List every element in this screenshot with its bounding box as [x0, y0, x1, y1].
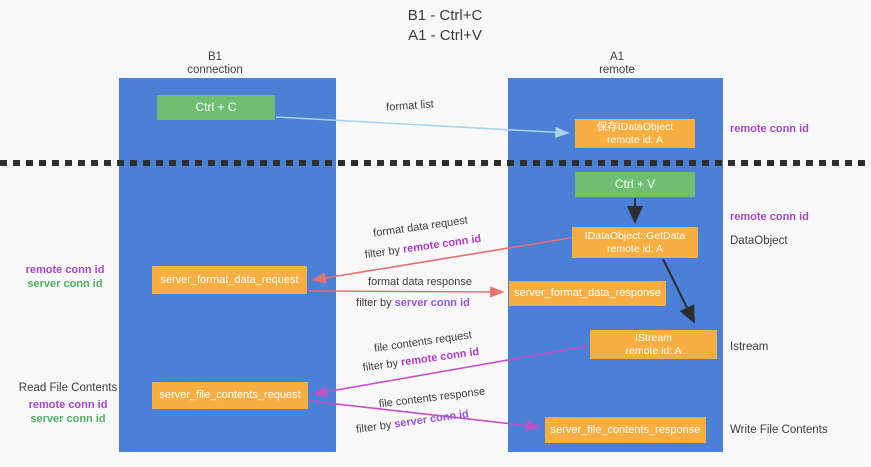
- left-column-role: connection: [187, 64, 243, 76]
- server-file-contents-request-label: server_file_contents_request: [159, 389, 301, 401]
- format-data-response-arrow: [308, 286, 505, 298]
- copy-paste-separator-line: [0, 160, 871, 166]
- istream-line1: IStream: [635, 331, 672, 344]
- server-format-data-response-label: server_format_data_response: [514, 287, 661, 299]
- getdata-line2: remote id: A: [606, 242, 664, 255]
- write-file-contents-label: Write File Contents: [730, 424, 828, 436]
- right-remote-conn-id-label-1: remote conn id: [730, 123, 809, 135]
- right-remote-conn-id-label-2: remote conn id: [730, 211, 809, 223]
- filter-by-text: filter by: [362, 356, 402, 375]
- left-server-conn-id-label-2: server conn id: [30, 413, 106, 425]
- left-remote-conn-id-label: remote conn id: [25, 264, 105, 276]
- istream-side-label: Istream: [730, 341, 769, 353]
- diagram-title: B1 - Ctrl+C A1 - Ctrl+V: [335, 6, 555, 46]
- remote-conn-id-key: remote conn id: [402, 232, 482, 256]
- istream-node: IStream remote id: A: [590, 330, 717, 359]
- save-dataobject-node: 保存IDataObject remote id: A: [575, 119, 695, 148]
- server-conn-id-key: server conn id: [394, 297, 470, 309]
- server-file-contents-request-node: server_file_contents_request: [152, 382, 308, 409]
- filter-by-text: filter by: [356, 297, 395, 309]
- right-column-name: A1: [609, 51, 625, 63]
- left-remote-conn-id-label-2: remote conn id: [28, 399, 108, 411]
- format-list-label: format list: [385, 98, 435, 114]
- left-column-name: B1: [207, 51, 223, 63]
- title-line-2: A1 - Ctrl+V: [408, 27, 482, 44]
- getdata-line1: IDataObject::GetData: [584, 229, 686, 242]
- dataobject-label: DataObject: [730, 235, 788, 247]
- ctrl-v-label: Ctrl + V: [614, 177, 656, 191]
- istream-line2: remote id: A: [625, 344, 682, 357]
- filter-by-text: filter by: [364, 243, 404, 262]
- read-file-contents-label: Read File Contents: [18, 382, 118, 394]
- format-data-response-label: format data response: [368, 276, 472, 288]
- left-conn-id-block: remote conn id server conn id: [10, 263, 120, 291]
- right-column-header: A1 remote: [567, 51, 667, 77]
- server-conn-id-key: server conn id: [393, 408, 470, 431]
- title-line-1: B1 - Ctrl+C: [407, 7, 483, 24]
- server-file-contents-response-node: server_file_contents_response: [545, 417, 706, 443]
- server-format-data-request-label: server_format_data_request: [160, 273, 299, 286]
- server-format-data-response-node: server_format_data_response: [509, 281, 666, 306]
- right-column-role: remote: [599, 64, 635, 76]
- format-response-filter-label: filter by server conn id: [333, 297, 493, 309]
- ctrl-c-node: Ctrl + C: [157, 95, 275, 120]
- ctrl-v-node: Ctrl + V: [575, 172, 695, 197]
- server-format-data-request-node: server_format_data_request: [152, 266, 307, 294]
- filter-by-text: filter by: [355, 418, 396, 436]
- getdata-node: IDataObject::GetData remote id: A: [572, 227, 698, 258]
- save-dataobject-line1: 保存IDataObject: [596, 120, 674, 133]
- read-file-contents-block: Read File Contents remote conn id server…: [8, 381, 128, 426]
- left-server-conn-id-label: server conn id: [27, 278, 103, 290]
- save-dataobject-line2: remote id: A: [606, 133, 664, 146]
- ctrl-c-label: Ctrl + C: [195, 100, 237, 114]
- left-column-header: B1 connection: [165, 51, 265, 77]
- server-file-contents-response-label: server_file_contents_response: [550, 423, 701, 436]
